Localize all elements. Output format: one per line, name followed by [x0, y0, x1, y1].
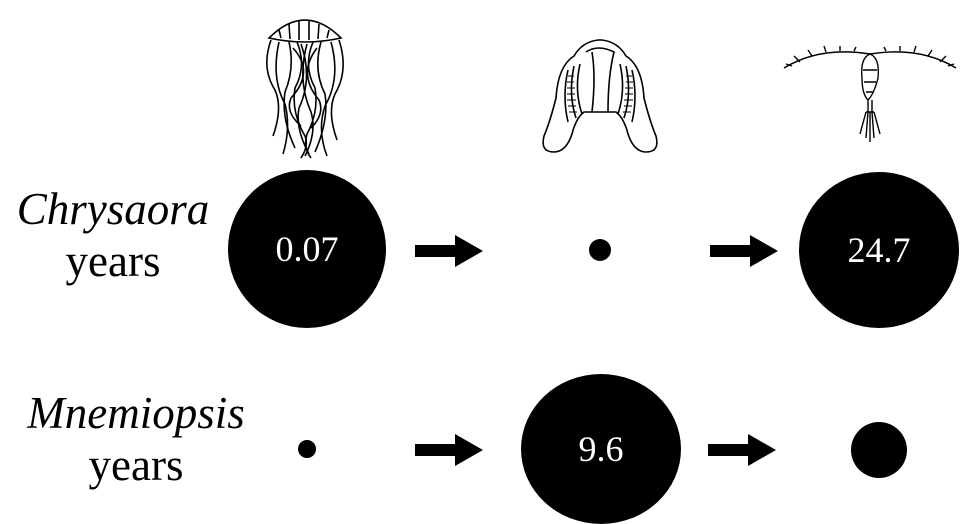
right-arrow-icon [708, 434, 776, 466]
chrysaora-jellyfish-value-text: 0.07 [275, 229, 339, 269]
right-arrow-icon [710, 235, 778, 267]
right-arrow-icon [415, 434, 483, 466]
chrysaora-jellyfish-value: 0.07 [228, 170, 386, 328]
mnemiopsis-label: Mnemiopsis years [4, 387, 268, 491]
copepod-icon [783, 45, 957, 142]
jellyfish-icon [266, 19, 344, 159]
chrysaora-label: Chrysaora years [4, 183, 222, 287]
chrysaora-genus: Chrysaora [16, 184, 210, 234]
mnemiopsis-unit: years [88, 440, 184, 490]
chrysaora-ctenophore-value [589, 239, 611, 261]
chrysaora-copepod-value: 24.7 [799, 172, 959, 328]
mnemiopsis-ctenophore-value: 9.6 [521, 374, 681, 524]
chrysaora-copepod-value-text: 24.7 [847, 230, 911, 270]
chrysaora-unit: years [65, 236, 161, 286]
mnemiopsis-copepod-value [851, 422, 907, 478]
mnemiopsis-genus: Mnemiopsis [27, 388, 245, 438]
mnemiopsis-jellyfish-value [298, 440, 316, 458]
mnemiopsis-ctenophore-value-text: 9.6 [578, 429, 624, 469]
right-arrow-icon [415, 235, 483, 267]
ctenophore-icon [542, 39, 658, 153]
